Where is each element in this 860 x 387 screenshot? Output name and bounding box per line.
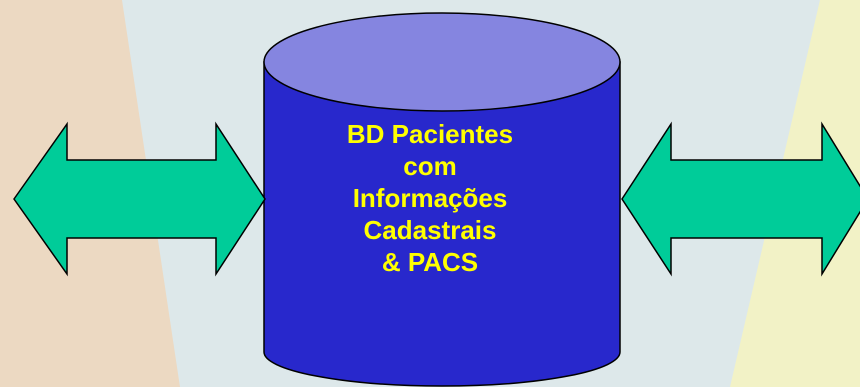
database-cylinder [263,12,621,387]
database-label-line-2: com [403,151,457,181]
left-double-arrow-icon [13,121,266,277]
cylinder-body [263,61,621,387]
database-label: BD Pacientes com Informações Cadastrais … [300,118,560,278]
right-double-arrow-icon [621,121,860,277]
cylinder-top [263,12,621,112]
database-label-line-1: BD Pacientes [346,119,514,149]
database-label-line-4: Cadastrais [363,215,497,245]
database-label-line-3: Informações [352,183,508,213]
database-label-line-5: & PACS [381,247,479,277]
